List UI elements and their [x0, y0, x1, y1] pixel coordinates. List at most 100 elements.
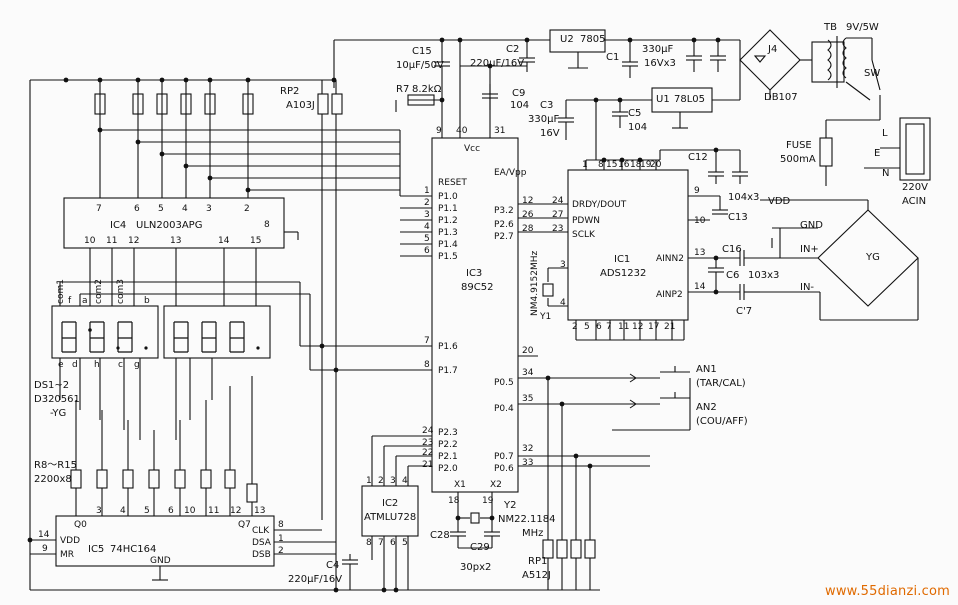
pin-num: 2 [378, 476, 384, 486]
pin-num: 23 [422, 438, 434, 448]
pin-num: 26 [522, 210, 534, 220]
ic3-pin-p27: P2.7 [494, 232, 514, 242]
pin-num: 6 [424, 246, 430, 256]
pin-num: 12 [128, 236, 140, 246]
c5-ref: C5 [628, 108, 642, 119]
pin-num: 22 [422, 448, 434, 458]
c3-value2: 16V [540, 128, 560, 139]
pin-num: 24 [552, 196, 564, 206]
pin-num: 13 [170, 236, 182, 246]
pin-num: 4 [182, 204, 188, 214]
c12-ref: C12 [688, 152, 708, 163]
c13-ref: C13 [728, 212, 748, 223]
ic5-pin-gnd: GND [150, 556, 171, 566]
ac-l: L [882, 128, 888, 139]
pin-num: 10 [84, 236, 96, 246]
pin-num: 40 [456, 126, 468, 136]
pin-num: 5 [402, 538, 408, 548]
pin-num: 4 [402, 476, 408, 486]
pin-num: 7 [96, 204, 102, 214]
pin-num: 6 [390, 538, 396, 548]
pin-num: 31 [494, 126, 506, 136]
ic3-ref: IC3 [466, 268, 483, 279]
ac-line2: ACIN [902, 196, 927, 207]
net-vdd: VDD [768, 196, 791, 207]
pin-num: 9 [694, 186, 700, 196]
c15-value: 10μF/50V [396, 60, 444, 71]
an1-ref: AN1 [696, 364, 717, 375]
ic3-pin-p17: P1.7 [438, 366, 458, 376]
c7-ref: C'7 [736, 306, 753, 317]
ic2-ref: IC2 [382, 498, 399, 509]
disp-a: a [82, 296, 88, 306]
pin-num: 3 [96, 506, 102, 516]
pin-num: 24 [422, 426, 434, 436]
ic3-pin-p07: P0.7 [494, 452, 514, 462]
pin-num: 14 [218, 236, 230, 246]
ic3-pin-p05: P0.5 [494, 378, 514, 388]
pin-num: 18 [630, 160, 642, 170]
pin-num: 2 [244, 204, 250, 214]
disp-com3: com3 [116, 279, 126, 304]
y1-ref: Y1 [540, 312, 552, 322]
pin-num: 20 [650, 160, 662, 170]
ic1-pin-pdwn: PDWN [572, 216, 600, 226]
pin-num: 8 [264, 220, 270, 230]
u1-part: 78L05 [674, 94, 706, 105]
u2-part: 7805 [580, 34, 606, 45]
pin-num: 10 [694, 216, 706, 226]
ic3-pin-x2: X2 [490, 480, 502, 490]
seven-segment-digits [61, 321, 245, 353]
ic3-pin-ea: EA/Vpp [494, 168, 527, 178]
pin-num: 8 [598, 160, 604, 170]
an2-label: (COU/AFF) [696, 416, 748, 427]
ic1-pin-ainp2: AINP2 [656, 290, 683, 300]
pin-num: 16 [618, 160, 630, 170]
an2-ref: AN2 [696, 402, 717, 413]
pin-num: 10 [184, 506, 196, 516]
display-ref: DS1~2 [34, 380, 70, 391]
ic3-pin-p12: P1.2 [438, 216, 458, 226]
disp-h: h [94, 360, 100, 370]
ic4-ref: IC4 [110, 220, 127, 231]
pin-num: 15 [606, 160, 618, 170]
display-part: D320561 [34, 394, 80, 405]
pin-num: 12 [522, 196, 534, 206]
j4-ref: J4 [768, 44, 778, 55]
ic5-pin-dsa: DSA [252, 538, 271, 548]
pin-num: 1 [366, 476, 372, 486]
ic5-pin-mr: MR [60, 550, 75, 560]
pin-num: 11 [618, 322, 630, 332]
pin-num: 5 [424, 234, 430, 244]
pin-num: 2 [572, 322, 578, 332]
pin-num: 19 [482, 496, 494, 506]
ic3-part: 89C52 [461, 282, 494, 293]
pin-num: 23 [552, 224, 564, 234]
ic3-pin-reset: RESET [438, 178, 467, 188]
disp-g: g [134, 360, 140, 370]
r7-value: 8.2kΩ [412, 84, 442, 95]
pin-num: 17 [648, 322, 660, 332]
pin-num: 27 [552, 210, 564, 220]
disp-d: d [72, 360, 78, 370]
net-gnd: GND [800, 220, 823, 231]
u1-ref: U1 [656, 94, 670, 105]
ic5-pin-dsb: DSB [252, 550, 271, 560]
ic1-part: ADS1232 [600, 268, 647, 279]
c16-ref: C16 [722, 244, 742, 255]
pin-num: 7 [424, 336, 430, 346]
ic5-pin-q0: Q0 [74, 520, 87, 530]
ac-e: E [874, 148, 881, 159]
pin-num: 7 [378, 538, 384, 548]
c1-value1: 330μF [642, 44, 674, 55]
pin-num: 14 [38, 530, 50, 540]
ic4-part: ULN2003APG [136, 220, 203, 231]
ic3-pin-p14: P1.4 [438, 240, 458, 250]
c9-ref: C9 [512, 88, 526, 99]
ic1-ref: IC1 [614, 254, 631, 265]
ic5-ref: IC5 [88, 544, 105, 555]
pin-num: 32 [522, 444, 534, 454]
y2-unit: MHz [522, 528, 544, 539]
